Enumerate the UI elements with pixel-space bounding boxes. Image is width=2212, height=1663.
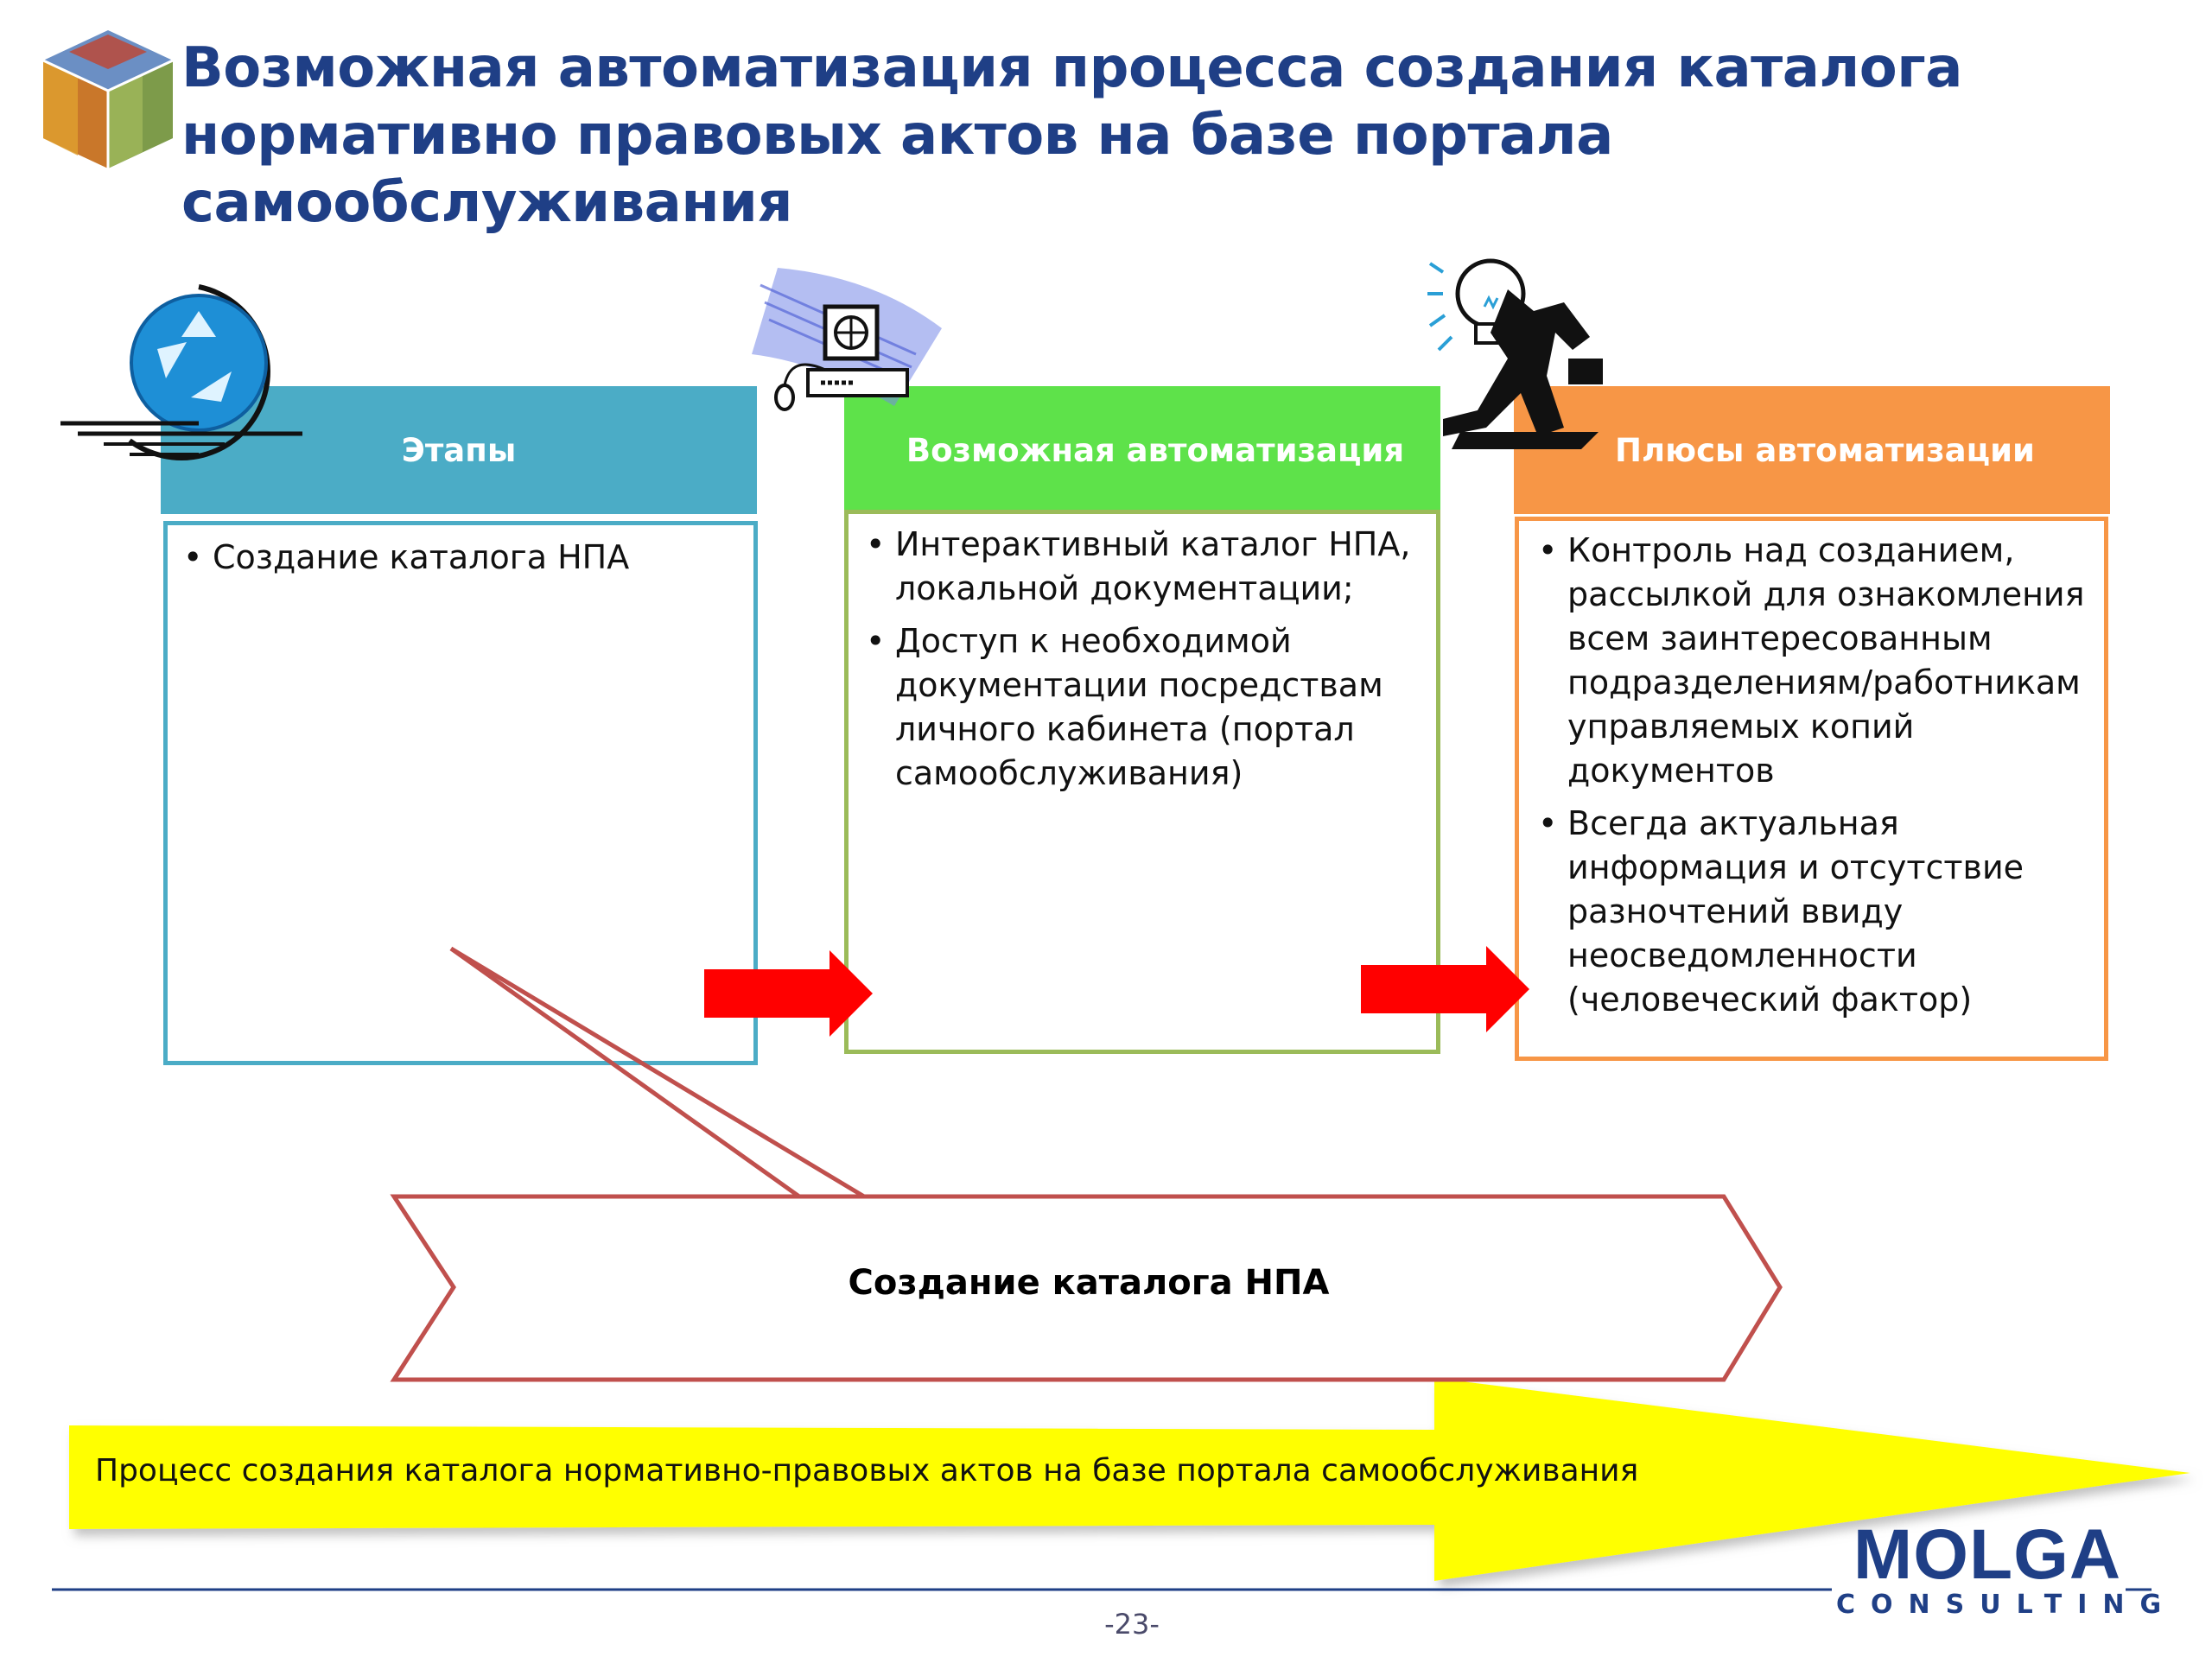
title-line-2: нормативно правовых актов на базе портал… (181, 104, 1613, 235)
molga-logo-subtitle: CONSULTING (1836, 1590, 2177, 1620)
arrow-right-icon (1361, 946, 1534, 1032)
column-box-stages (163, 521, 758, 1065)
list-item: Всегда актуальная информация и отсутстви… (1528, 802, 2098, 1022)
stages-list: Создание каталога НПА (173, 536, 743, 588)
page-number: -23- (1104, 1608, 1160, 1641)
cube-logo-icon (35, 26, 181, 173)
title-line-1: Возможная автоматизация процесса создани… (181, 36, 1962, 100)
column-header-benefits: Плюсы автоматизации (1514, 386, 2110, 514)
column-header-automation: Возможная автоматизация (844, 386, 1440, 514)
list-item: Контроль над созданием, рассылкой для оз… (1528, 529, 2098, 793)
recycle-icon (52, 276, 311, 467)
list-item: Интерактивный каталог НПА, локальной док… (855, 523, 1417, 611)
computer-icon (743, 259, 950, 415)
page-title: Возможная автоматизация процесса создани… (181, 35, 2169, 237)
list-item: Доступ к необходимой документации посред… (855, 619, 1417, 796)
automation-list: Интерактивный каталог НПА, локальной док… (855, 523, 1417, 804)
process-banner-label: Процесс создания каталога нормативно-пра… (95, 1453, 1639, 1488)
benefits-list: Контроль над созданием, рассылкой для оз… (1528, 529, 2098, 1031)
list-item: Создание каталога НПА (173, 536, 743, 580)
molga-logo: MOLGA (1853, 1515, 2122, 1594)
idea-man-icon (1426, 255, 1624, 454)
arrow-right-icon (704, 950, 877, 1037)
chevron-label: Создание каталога НПА (848, 1263, 1330, 1303)
